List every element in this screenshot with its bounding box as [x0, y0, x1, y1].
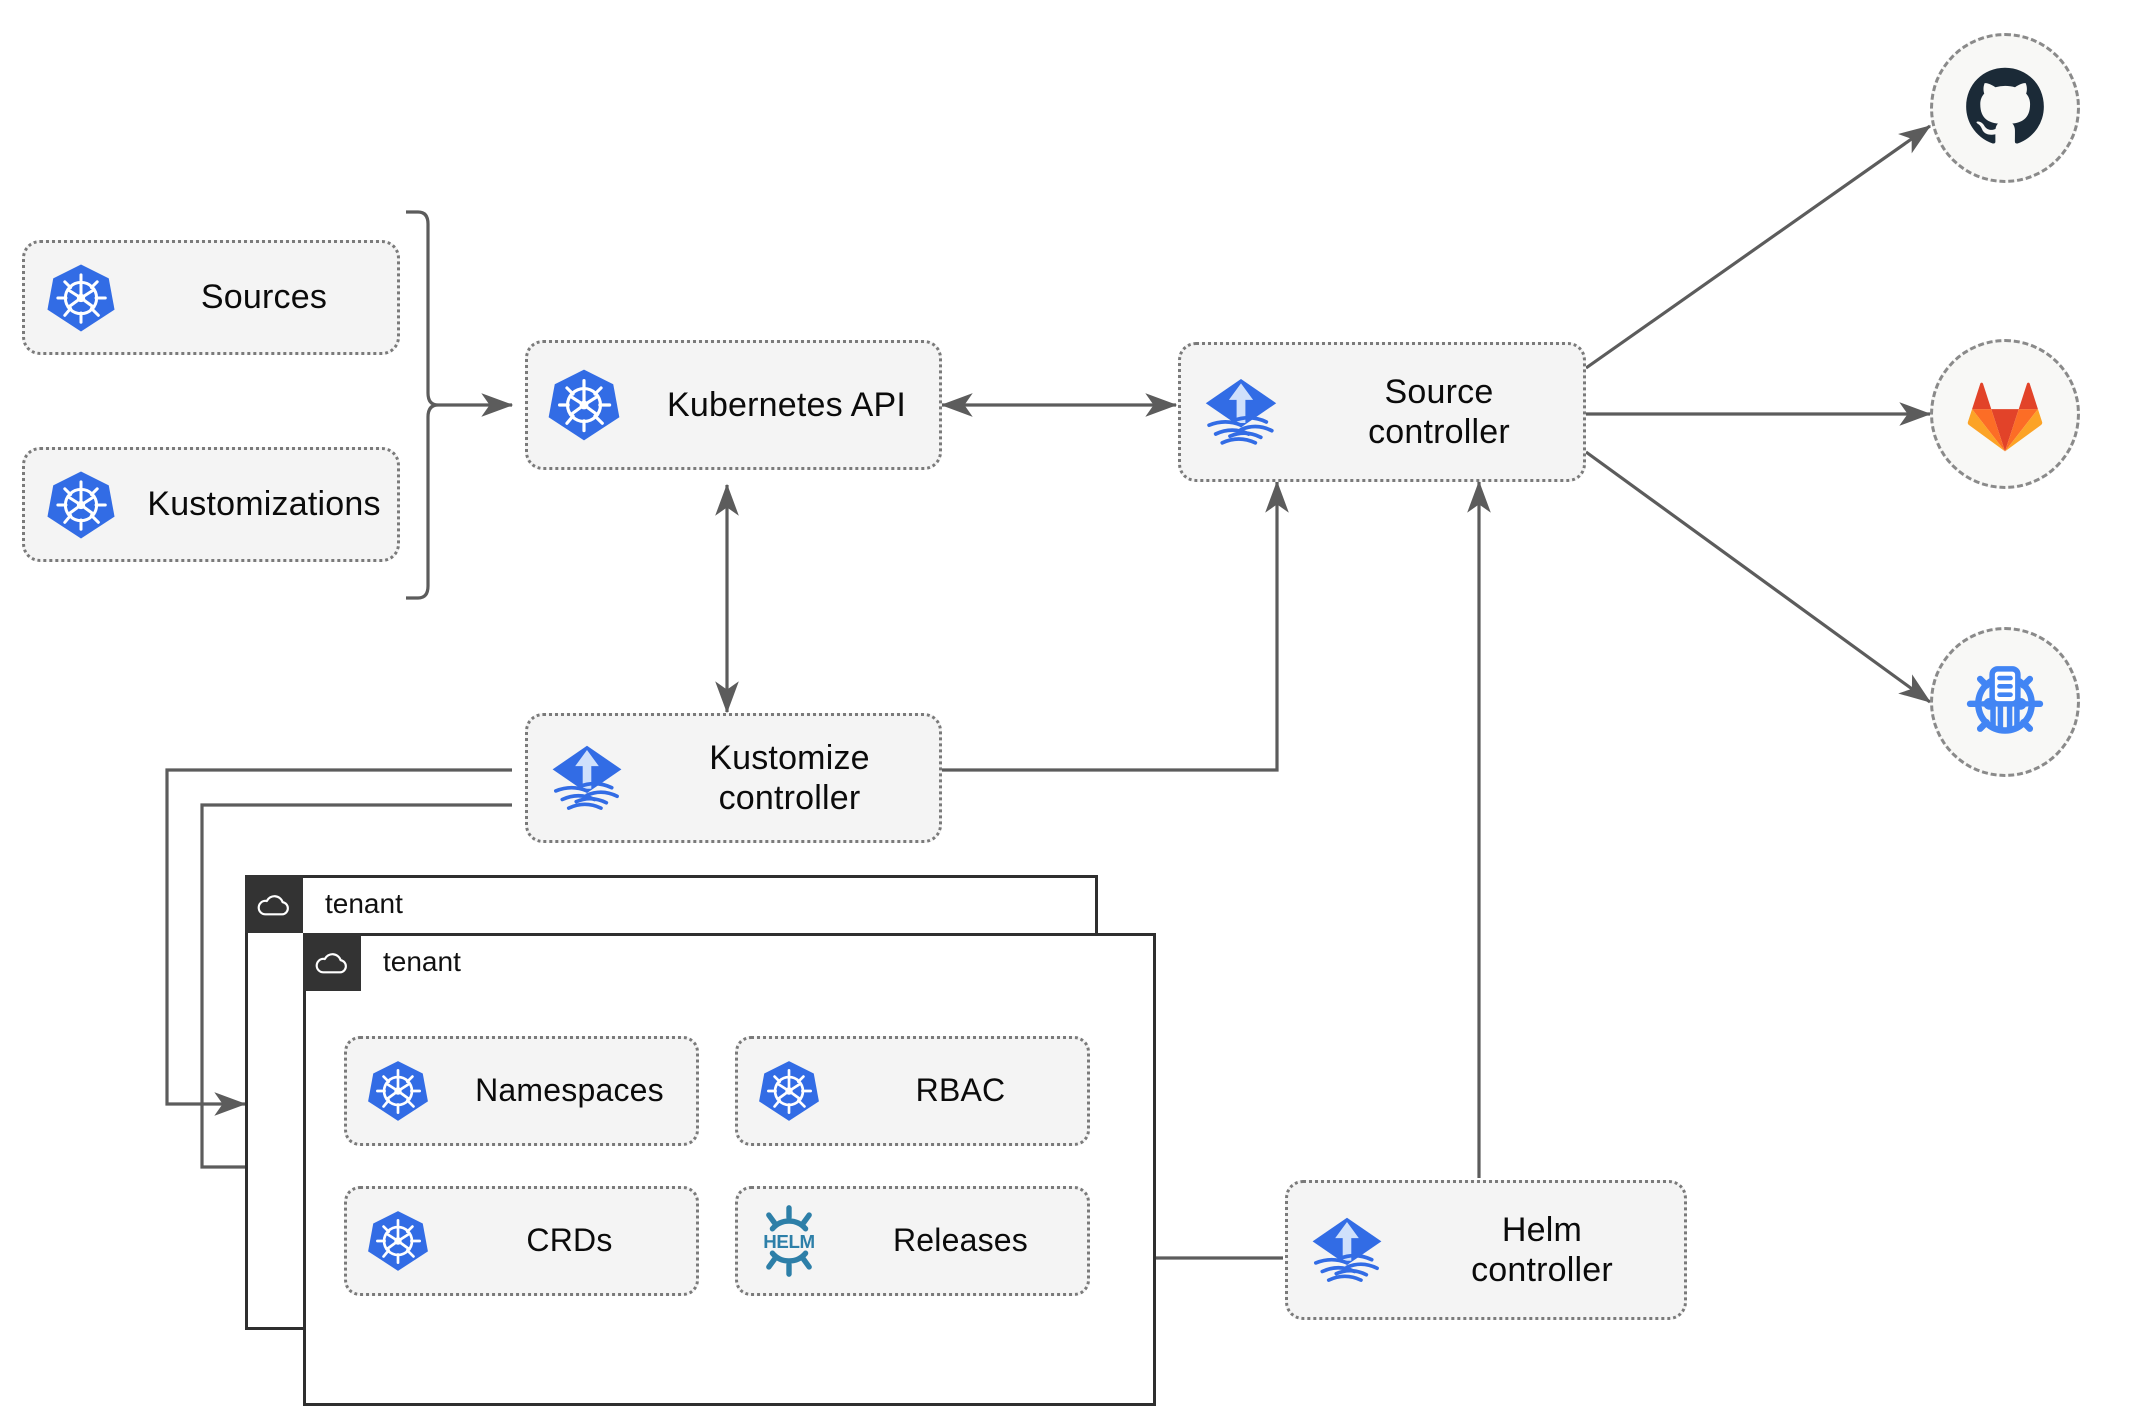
node-releases[interactable]: HELM Releases: [735, 1186, 1090, 1296]
node-gitlab[interactable]: [1930, 339, 2080, 489]
node-kustomize-controller[interactable]: Kustomize controller: [525, 713, 942, 843]
tenant-container-front[interactable]: tenant: [303, 933, 1156, 1406]
edge-kustomize-controller-to-source-controller: [942, 480, 1289, 772]
node-github[interactable]: [1930, 33, 2080, 183]
kubernetes-icon: [347, 1208, 449, 1274]
flux-icon: [1288, 1207, 1406, 1293]
kubernetes-icon: [347, 1058, 449, 1124]
node-rbac-label: RBAC: [915, 1072, 1006, 1109]
helm-repository-icon: [1966, 666, 2044, 734]
node-namespaces[interactable]: Namespaces: [344, 1036, 699, 1146]
node-sources[interactable]: Sources: [22, 240, 400, 355]
node-crds-label: CRDs: [526, 1222, 613, 1259]
kubernetes-icon: [528, 366, 640, 444]
edge-source-controller-to-helm-repo: [1585, 450, 1932, 704]
tenant-header-back: tenant: [245, 875, 403, 933]
flux-icon: [1181, 368, 1301, 456]
cloud-icon: [303, 933, 361, 991]
node-releases-label: Releases: [892, 1222, 1028, 1259]
edge-source-controller-to-github: [1585, 124, 1932, 370]
node-helm-controller[interactable]: Helm controller: [1285, 1180, 1687, 1320]
cloud-icon: [245, 875, 303, 933]
node-kubernetes-api-label: Kubernetes API: [666, 385, 907, 424]
tenant-label-back: tenant: [325, 888, 403, 919]
group-bracket: [406, 210, 439, 600]
helm-icon: HELM: [738, 1205, 840, 1277]
gitlab-icon: [1967, 382, 2043, 452]
node-kubernetes-api[interactable]: Kubernetes API: [525, 340, 942, 470]
node-kustomize-controller-label: Kustomize controller: [709, 738, 870, 817]
node-source-controller-label: Source controller: [1368, 372, 1510, 451]
node-kustomizations[interactable]: Kustomizations: [22, 447, 400, 562]
node-namespaces-label: Namespaces: [475, 1072, 664, 1109]
node-helm-repository[interactable]: [1930, 627, 2080, 777]
node-helm-controller-label: Helm controller: [1471, 1210, 1613, 1289]
github-icon: [1966, 67, 2044, 144]
node-source-controller[interactable]: Source controller: [1178, 342, 1586, 482]
svg-text:HELM: HELM: [763, 1231, 815, 1252]
node-rbac[interactable]: RBAC: [735, 1036, 1090, 1146]
flux-icon: [528, 735, 646, 821]
node-sources-label: Sources: [200, 278, 328, 317]
node-kustomizations-label: Kustomizations: [147, 485, 381, 524]
kubernetes-icon: [738, 1058, 840, 1124]
kubernetes-icon: [25, 468, 137, 542]
tenant-header-front: tenant: [303, 933, 461, 991]
kubernetes-icon: [25, 261, 137, 335]
node-crds[interactable]: CRDs: [344, 1186, 699, 1296]
tenant-label-front: tenant: [383, 946, 461, 977]
